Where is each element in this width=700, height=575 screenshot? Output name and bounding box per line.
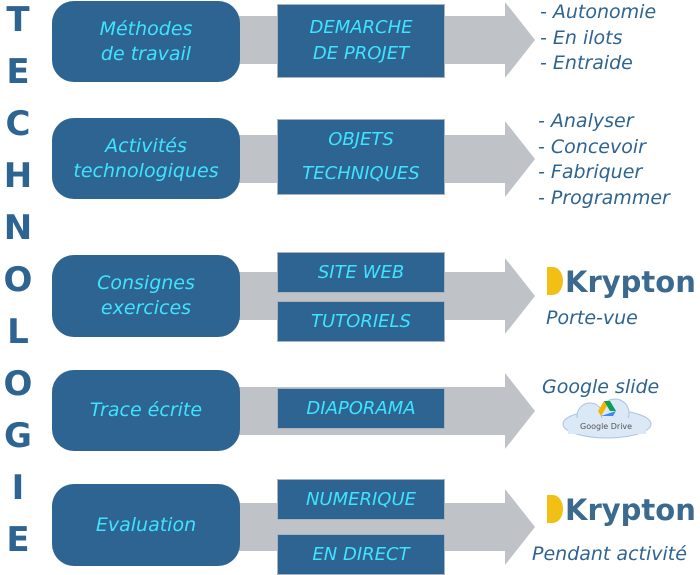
right-note: Pendant activité	[532, 543, 687, 565]
arrow-head	[505, 258, 535, 334]
right-note: Google slide	[542, 376, 660, 398]
list-item: - En ilots	[540, 26, 623, 49]
box-line: EN DIRECT	[312, 543, 410, 565]
arrow-head	[505, 489, 535, 565]
arrow-head	[505, 373, 535, 449]
resource-box: TUTORIELS	[278, 302, 444, 341]
krypton-logo: Krypton	[545, 493, 696, 525]
category-pill: Consignes exercices	[52, 255, 240, 337]
box-line: NUMERIQUE	[305, 488, 417, 510]
list-item: - Entraide	[540, 52, 633, 74]
list-item: - Analyser	[538, 110, 634, 132]
title-letter: H	[3, 156, 33, 196]
list-item: - Concevoir	[538, 135, 646, 158]
category-pill: Activités technologiques	[52, 118, 240, 199]
box-line: DEMARCHE	[309, 17, 413, 38]
resource-box: SITE WEB	[278, 253, 444, 292]
title-letter: O	[3, 364, 33, 404]
list-item: - Fabriquer	[538, 161, 643, 183]
box-line: DE PROJET	[312, 43, 410, 64]
resource-box: DEMARCHE DE PROJET	[278, 5, 444, 77]
box-line: TECHNIQUES	[302, 163, 420, 184]
resource-box: DIAPORAMA	[278, 389, 444, 428]
list-item: - Autonomie	[540, 1, 657, 23]
krypton-wordmark: Krypton	[565, 493, 696, 527]
krypton-wordmark: Krypton	[565, 265, 696, 299]
google-drive-icon: Google Drive	[560, 398, 654, 440]
resource-box: EN DIRECT	[278, 535, 444, 574]
box-line: SITE WEB	[317, 261, 405, 283]
title-letter: C	[5, 104, 31, 144]
arrow-head	[505, 121, 535, 197]
box-line: TUTORIELS	[311, 310, 411, 332]
category-pill: Evaluation	[52, 484, 240, 566]
pill-line: de travail	[100, 42, 192, 65]
title-letter: G	[4, 416, 32, 456]
title-letter: I	[11, 468, 25, 508]
box-line: OBJETS	[328, 129, 394, 150]
title-letter: L	[7, 312, 29, 352]
skills-list: - Autonomie - En ilots - Entraide	[540, 0, 656, 77]
category-pill: Méthodes de travail	[52, 1, 240, 82]
right-note: Porte-vue	[546, 307, 638, 329]
pill-line: technologiques	[73, 159, 219, 182]
title-letter: E	[6, 52, 30, 92]
pill-line: Consignes	[97, 272, 195, 294]
pill-line: Méthodes	[99, 17, 193, 40]
krypton-mark-icon	[545, 265, 565, 297]
krypton-logo: Krypton	[545, 265, 696, 297]
resource-box: OBJETS TECHNIQUES	[278, 120, 444, 194]
resource-box: NUMERIQUE	[278, 480, 444, 519]
title-letter: N	[3, 208, 33, 248]
title-letter: E	[6, 520, 30, 560]
skills-list: - Analyser - Concevoir - Fabriquer - Pro…	[538, 109, 670, 211]
title-letter: T	[6, 0, 30, 40]
pill-line: Trace écrite	[89, 399, 203, 421]
list-item: - Programmer	[538, 186, 670, 209]
category-pill: Trace écrite	[52, 370, 240, 451]
pill-line: Evaluation	[95, 513, 197, 536]
pill-line: Activités	[105, 134, 187, 157]
box-line: DIAPORAMA	[306, 397, 416, 419]
pill-line: exercices	[100, 297, 192, 319]
drive-badge-label: Google Drive	[580, 422, 633, 431]
title-letter: O	[3, 260, 33, 300]
arrow-head	[505, 2, 535, 78]
krypton-mark-icon	[545, 493, 565, 525]
